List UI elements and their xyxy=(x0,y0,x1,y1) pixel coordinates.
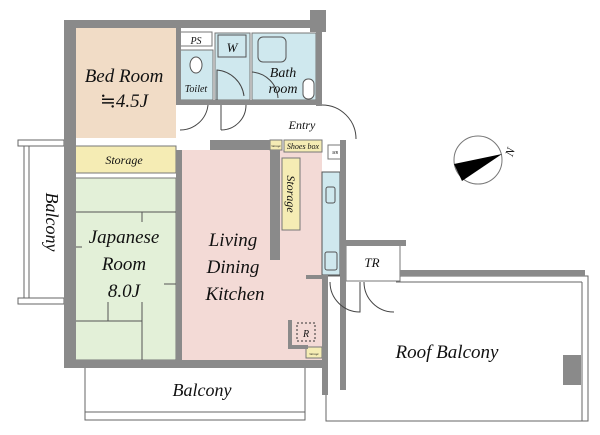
shoes-box-label: Shoes box xyxy=(287,142,320,151)
roof-balcony-label: Roof Balcony xyxy=(395,342,499,363)
balcony-left xyxy=(17,139,65,305)
toilet-label: Toilet xyxy=(185,84,208,95)
japanese-room-label-2: Room xyxy=(101,254,146,275)
storage-bottom-label: Storage xyxy=(309,352,319,356)
washer xyxy=(217,34,247,58)
storage-top-label: Storage xyxy=(105,153,143,167)
ps-label: PS xyxy=(189,36,201,47)
japanese-room-size: 8.0J xyxy=(108,281,142,302)
storage-vertical xyxy=(281,157,301,231)
bedroom-label: Bed Room xyxy=(85,66,164,87)
tatami-lines xyxy=(72,211,176,360)
bathtub-icon xyxy=(257,36,287,63)
washer-label: W xyxy=(227,40,239,55)
bedroom xyxy=(72,28,176,138)
ldk-label-1: Living xyxy=(208,230,258,251)
shoes-box xyxy=(283,139,323,153)
japanese-room xyxy=(71,177,177,361)
door-swings xyxy=(179,69,395,313)
sink-icon xyxy=(302,78,315,100)
bath-label-1: Bath xyxy=(270,66,296,81)
japanese-room-label-1: Japanese xyxy=(89,227,160,248)
balcony-left-label: Balcony xyxy=(42,193,62,252)
bath-label-2: room xyxy=(268,82,297,97)
refrigerator-space xyxy=(296,322,316,342)
balcony-bottom xyxy=(84,365,306,421)
compass-icon: N xyxy=(453,135,519,185)
refrigerator-label: R xyxy=(302,329,309,340)
kitchen-sink-icon xyxy=(325,186,336,204)
ldk-label-2: Dining xyxy=(206,257,260,278)
walls xyxy=(64,10,585,395)
storage-vertical-label: Storage xyxy=(284,175,298,213)
entry-label: Entry xyxy=(288,118,316,132)
tr xyxy=(345,244,401,282)
stove-icon xyxy=(324,251,338,271)
toilet-icon xyxy=(189,56,203,74)
ldk xyxy=(182,150,322,360)
ldk-label-3: Kitchen xyxy=(204,284,264,305)
small-storage-label: Storage xyxy=(271,144,281,148)
balcony-bottom-label: Balcony xyxy=(173,380,232,400)
mb-label: MB xyxy=(331,150,338,155)
bedroom-size: ≒4.5J xyxy=(100,91,150,112)
compass-north-label: N xyxy=(502,145,519,159)
tr-label: TR xyxy=(364,255,379,270)
